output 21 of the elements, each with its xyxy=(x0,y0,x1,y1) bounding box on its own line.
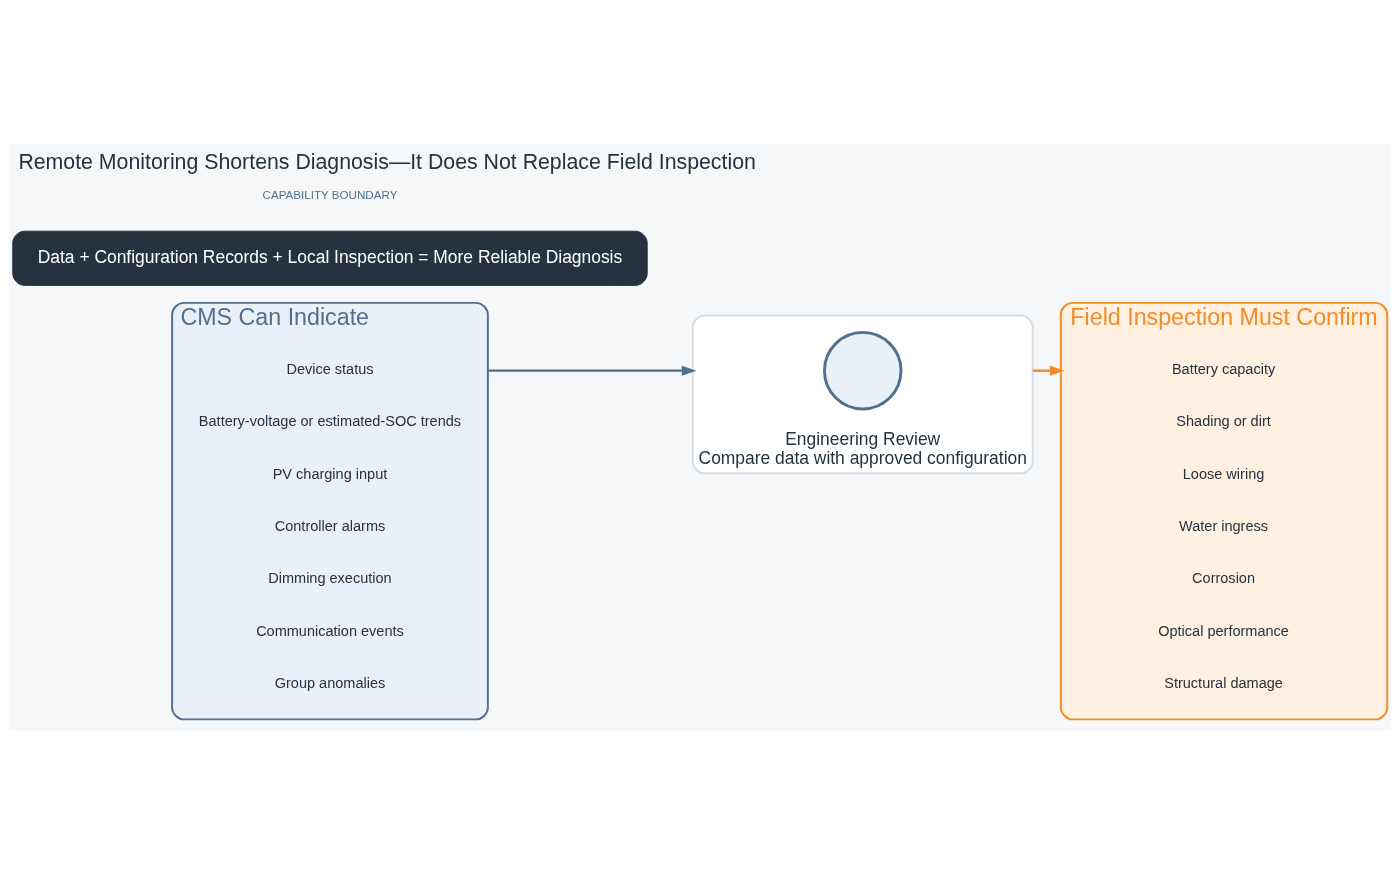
node-box: Data + Configuration Records + Local Inspection = More Reliable Diagnosis xyxy=(12,230,648,286)
node-text: Shading or dirt xyxy=(1176,413,1271,430)
node-text: Device status xyxy=(286,361,374,378)
node-text: Group anomalies xyxy=(274,674,386,691)
node-circle xyxy=(823,330,903,411)
node-text: Battery capacity xyxy=(1171,361,1276,378)
node-text: Dimming execution xyxy=(268,570,392,587)
diagram-title: Remote Monitoring Shortens Diagnosis—It Does Not Replace Field Inspection xyxy=(18,149,756,174)
node-text: Controller alarms xyxy=(274,517,386,534)
node-text: Communication events xyxy=(256,622,404,639)
node-text: Battery-voltage or estimated-SOC trends xyxy=(198,413,462,430)
node-text: Corrosion xyxy=(1192,570,1256,587)
cluster: Engineering Review Compare data with approved configuration xyxy=(691,314,1034,475)
arrow xyxy=(1032,365,1065,376)
node-text: Optical performance xyxy=(1158,622,1289,639)
node-text: Structural damage xyxy=(1164,674,1283,691)
node-text: Loose wiring xyxy=(1182,465,1265,482)
node-text: Water ingress xyxy=(1179,517,1269,534)
node-text: PV charging input xyxy=(272,465,388,482)
label: CAPABILITY BOUNDARY xyxy=(262,188,398,202)
arrow xyxy=(487,365,697,376)
